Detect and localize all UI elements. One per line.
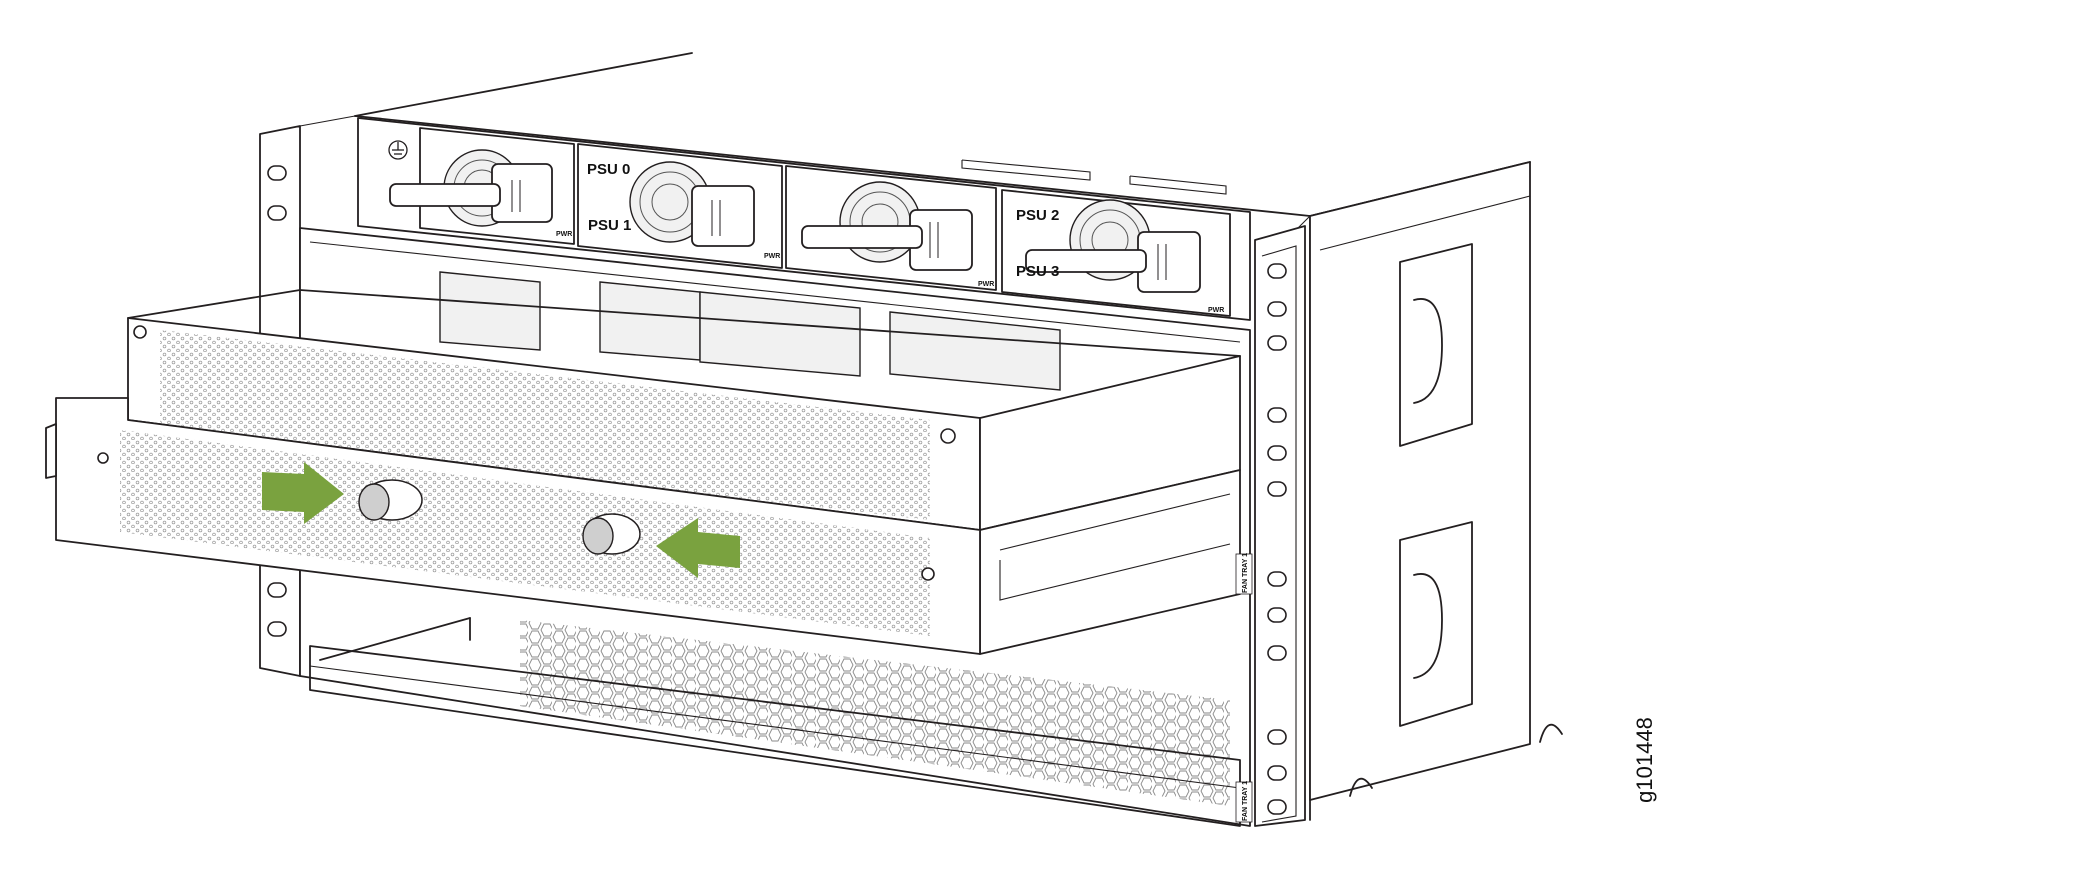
psu-bay: PSU 0 PSU 1 PSU 2 PSU 3 PWR PWR PWR PWR: [357, 117, 1251, 321]
captive-screw-icon: [358, 479, 423, 521]
psu-module-0: [389, 127, 575, 245]
fan-tray-1-label: FAN TRAY 1 FAN TRAY 1: [1235, 553, 1253, 823]
captive-screw-icon: [582, 513, 641, 555]
lower-fan-tray-slot: [309, 617, 1241, 827]
pwr-label-1: PWR: [764, 253, 780, 260]
psu-label-2: PSU 2: [1016, 207, 1059, 224]
right-arrow-icon: [262, 462, 344, 524]
fan-tray-label-lower: FAN TRAY 1: [1242, 781, 1249, 821]
pwr-label-0: PWR: [556, 231, 572, 238]
pwr-label-2: PWR: [978, 281, 994, 288]
chassis-right-side: [1295, 161, 1563, 801]
right-rack-ear: [1254, 225, 1306, 827]
psu-label-3: PSU 3: [1016, 263, 1059, 280]
left-arrow-icon: [656, 518, 740, 578]
fan-tray-label-upper: FAN TRAY 1: [1242, 553, 1249, 593]
rack-ear-holes: [1267, 263, 1287, 815]
psu-label-0: PSU 0: [587, 161, 630, 178]
figure-id-text: g101448: [1632, 717, 1657, 803]
figure-id-label: g101448: [1610, 700, 1680, 820]
psu-module-1: [577, 143, 783, 269]
fan-tray: [127, 289, 1241, 655]
ground-symbol-icon: [388, 140, 408, 160]
pwr-label-3: PWR: [1208, 307, 1224, 314]
psu-module-2: [785, 165, 997, 291]
psu-module-3: [1001, 189, 1231, 317]
psu-label-1: PSU 1: [588, 217, 631, 234]
